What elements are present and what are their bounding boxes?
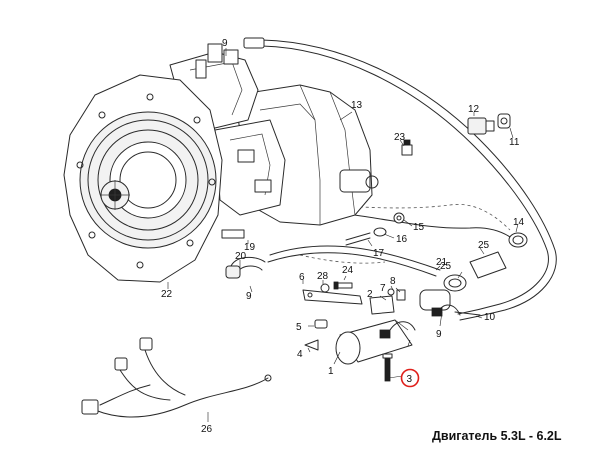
clamp-14 [508, 232, 528, 248]
nut-15 [393, 212, 405, 224]
hose-elbow-20-9 [225, 256, 266, 279]
callout-28: 28 [317, 271, 329, 282]
callout-7: 7 [380, 283, 386, 294]
bolt-24 [333, 281, 353, 290]
callout-6: 6 [299, 272, 305, 283]
bracket-2 [369, 295, 395, 315]
callout-14: 14 [513, 217, 525, 228]
fitting-11 [497, 113, 511, 129]
callout-25-right: 25 [478, 240, 490, 251]
callout-10: 10 [484, 312, 496, 323]
pump-assembly [63, 37, 379, 283]
clip-4 [304, 339, 319, 351]
harness-26 [81, 337, 272, 418]
fitting-12 [467, 117, 495, 135]
fitting-23 [401, 139, 413, 156]
callout-5: 5 [296, 322, 302, 333]
bolt-5 [314, 319, 328, 329]
callout-2: 2 [367, 289, 373, 300]
callout-9-right: 9 [436, 329, 442, 340]
bracket-6 [302, 289, 363, 305]
callout-24: 24 [342, 265, 354, 276]
highlight-ring [400, 368, 420, 388]
callout-12: 12 [468, 104, 480, 115]
callout-9-left: 9 [246, 291, 252, 302]
callout-4: 4 [297, 349, 303, 360]
washer-16 [373, 227, 387, 237]
connector-10 [454, 311, 481, 316]
leader-lines [167, 48, 519, 422]
filter-1 [335, 289, 451, 365]
callout-22: 22 [161, 289, 173, 300]
highlighted-callout-3[interactable]: 3 [400, 368, 420, 388]
stud-17 [345, 232, 371, 246]
callout-labels: 9 13 12 11 23 15 16 14 19 20 17 21 25 25… [161, 38, 525, 435]
washer-28 [320, 283, 330, 293]
callout-11: 11 [509, 137, 520, 148]
callout-1: 1 [328, 366, 334, 377]
bolt-3 [382, 353, 393, 382]
callout-21: 21 [436, 257, 448, 268]
callout-17: 17 [373, 248, 385, 259]
stud-19 [221, 229, 245, 239]
washer-7 [387, 288, 395, 296]
callout-16: 16 [396, 234, 408, 245]
callout-23: 23 [394, 132, 406, 143]
callout-25-left: 25 [440, 261, 452, 272]
fitting-8 [396, 289, 406, 301]
callout-8: 8 [390, 276, 396, 287]
hose-long-outer [261, 39, 557, 321]
callout-26: 26 [201, 424, 213, 435]
callout-9-top: 9 [222, 38, 228, 49]
callout-13: 13 [351, 100, 363, 111]
callout-20: 20 [235, 251, 247, 262]
diagram-caption: Двигатель 5.3L - 6.2L [432, 429, 562, 443]
callout-15: 15 [413, 222, 425, 233]
callout-3: 3 [407, 374, 413, 385]
clamp-25 [443, 251, 507, 292]
callout-19: 19 [244, 242, 256, 253]
hose-21 [267, 245, 441, 277]
